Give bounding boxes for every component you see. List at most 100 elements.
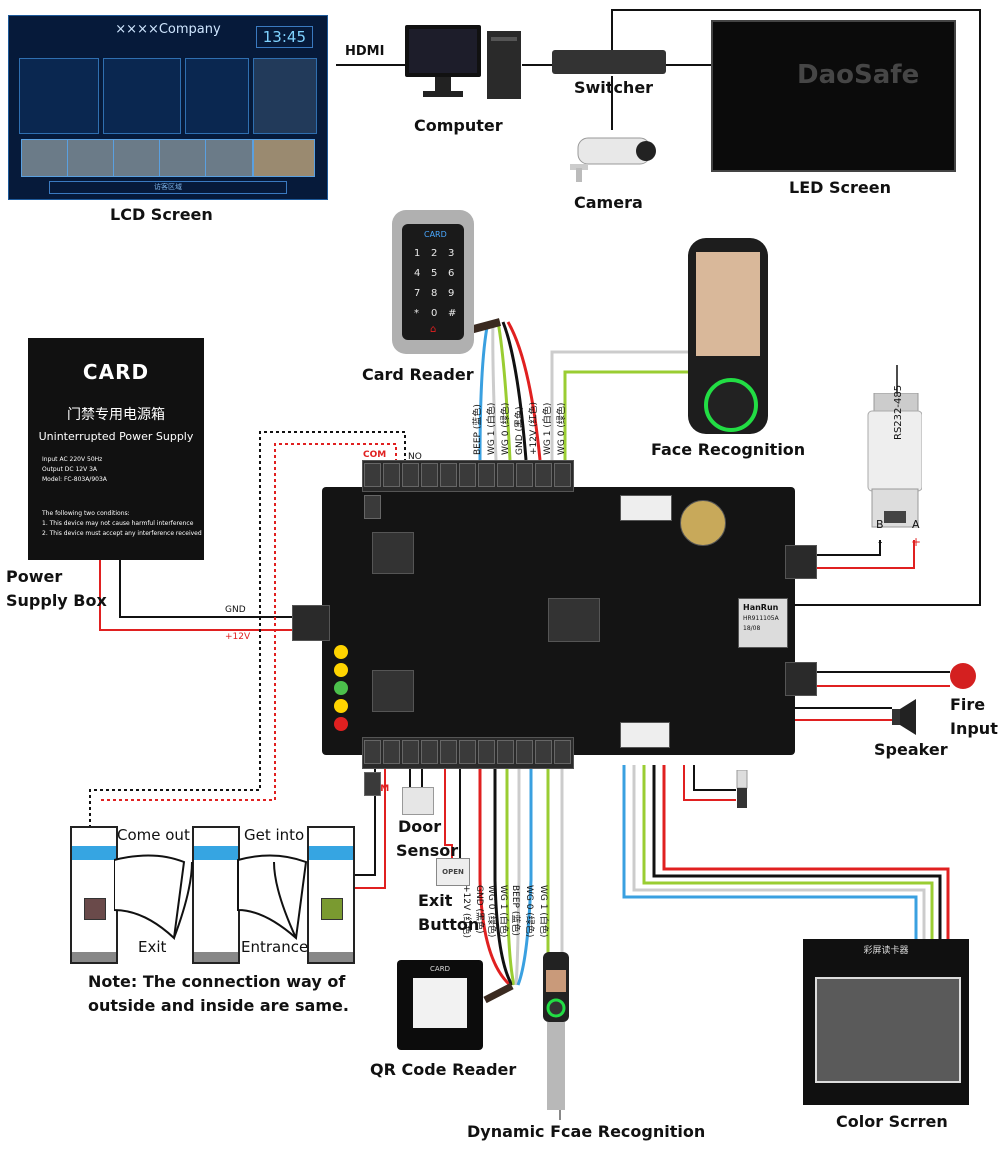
- v12-label: +12V: [225, 632, 251, 642]
- key-5: 5: [431, 268, 438, 279]
- qr-wire-gnd: [493, 765, 514, 986]
- power-supply-box: CARD 门禁专用电源箱 Uninterrupted Power Supply …: [28, 338, 204, 560]
- camera-icon: [570, 137, 656, 182]
- wire-wg0: [496, 321, 512, 461]
- psu-brand: CARD: [82, 360, 150, 384]
- green-arrow-icon: [321, 898, 343, 920]
- relay-2: [372, 670, 414, 712]
- led-screen-icon: [711, 20, 956, 172]
- face-recognition-label: Face Recognition: [651, 440, 806, 459]
- bottom-wire-labels: +12V (红色) GND (黑色) WG 0 (绿色) WG 1 (白色) B…: [461, 885, 584, 955]
- psu-spec-c2: 2. This device must accept any interfere…: [42, 530, 202, 537]
- lcd-footer: 访客区域: [49, 181, 287, 194]
- no-bottom-wire: [350, 765, 376, 876]
- qr-wire-wg1: [514, 765, 521, 986]
- speaker-icon: [892, 699, 916, 735]
- key-1: 1: [414, 248, 421, 259]
- lcd-thumb-6: [253, 139, 315, 177]
- wire-wg1: [491, 321, 498, 461]
- watermark: DaoSafe: [797, 60, 920, 90]
- key-8: 8: [431, 288, 438, 299]
- jumper-wire-b: [693, 765, 736, 791]
- psu-spec-c1: 1. This device may not cause harmful int…: [42, 520, 194, 527]
- wire-label-wg1: WG 1 (白色): [487, 402, 497, 455]
- turnstile-exit-left: [70, 826, 118, 964]
- wire-label-12v: +12V (红色): [529, 401, 539, 455]
- no-dotted-wire: [89, 431, 406, 828]
- exit-button-label-2: Button: [418, 915, 480, 934]
- key-3: 3: [448, 248, 455, 259]
- face-display: [696, 252, 760, 356]
- power-supply-label-1: Power: [6, 567, 63, 586]
- face-wire-wg0: [563, 370, 690, 460]
- rs232-label: RS232-485: [893, 384, 904, 440]
- qr-wire-wg0: [505, 765, 516, 986]
- cs-wire-2: [632, 765, 926, 940]
- lcd-thumb-5: [205, 139, 253, 177]
- key-hash: #: [448, 308, 457, 319]
- status-led-1: [334, 645, 348, 659]
- fire-label-1: Fire: [950, 695, 986, 714]
- hdmi-label: HDMI: [345, 44, 385, 59]
- key-4: 4: [414, 268, 421, 279]
- card-reader-keypad: CARD 1 2 3 4 5 6 7 8 9 * 0 # ⌂: [392, 210, 474, 354]
- status-led-4: [334, 699, 348, 713]
- bottom-terminal-block: [362, 737, 574, 796]
- jumper-wire-a: [683, 765, 736, 801]
- status-led-3: [334, 681, 348, 695]
- door-sensor-label-1: Door: [398, 817, 442, 836]
- switcher-label: Switcher: [574, 78, 654, 97]
- lcd-screen-image: ××××Company 13:45 访客区域: [8, 15, 328, 200]
- coin-battery: [680, 500, 726, 546]
- rs485-wire-b: [795, 540, 881, 556]
- dynamic-face-terminal: [543, 952, 569, 1110]
- color-screen-display: [815, 977, 961, 1083]
- wire-beep: [478, 321, 490, 461]
- lcd-screen-label: LCD Screen: [110, 205, 213, 224]
- card-reader-cable: [468, 318, 502, 334]
- keypad-brand: CARD: [424, 230, 447, 239]
- qr-code-reader-label: QR Code Reader: [370, 1060, 517, 1079]
- lcd-panel-1: [19, 58, 99, 134]
- network-cable: [611, 9, 981, 606]
- bw-label-beep: BEEP (蓝色): [510, 885, 520, 936]
- switcher-icon: [552, 50, 666, 74]
- face-wire-labels: WG 1 (白色) WG 0 (绿色): [540, 400, 570, 460]
- exit-button-icon: OPEN: [436, 858, 470, 886]
- lcd-thumb-3: [113, 139, 161, 177]
- power-supply-label-2: Supply Box: [6, 591, 107, 610]
- psu-spec-cond: The following two conditions:: [42, 510, 130, 517]
- key-2: 2: [431, 248, 438, 259]
- connection-note: Note: The connection way of outside and …: [88, 972, 349, 1015]
- get-into-label: Get into: [244, 826, 305, 844]
- exit-label: Exit: [138, 938, 167, 956]
- connector-bottom: [620, 722, 670, 748]
- color-screen-reader: 彩屏读卡器: [803, 939, 969, 1105]
- psu-title-en: Uninterrupted Power Supply: [38, 430, 194, 443]
- jumper-icon: [736, 770, 748, 808]
- rs485-minus: -: [878, 535, 883, 549]
- color-screen-title: 彩屏读卡器: [863, 946, 909, 956]
- qr-brand: CARD: [430, 965, 450, 973]
- fire-alarm-icon: [950, 663, 976, 689]
- bell-icon: ⌂: [430, 324, 437, 335]
- gnd-label: GND: [225, 605, 246, 615]
- computer-label: Computer: [414, 116, 503, 135]
- qr-wire-12v: [478, 765, 512, 987]
- bw-label-12v: +12V (红色): [461, 885, 471, 939]
- power-terminal: [292, 605, 330, 641]
- face-fingerprint-ring: [704, 378, 758, 432]
- exit-wire-a: [444, 765, 453, 858]
- key-6: 6: [448, 268, 455, 279]
- door-sensor-label-2: Sensor: [396, 841, 459, 860]
- rs485-wire-a: [795, 540, 915, 569]
- entrance-label: Entrance: [241, 938, 309, 956]
- key-7: 7: [414, 288, 421, 299]
- com-top-label: COM: [363, 450, 387, 460]
- rs232-485-converter: [867, 393, 922, 528]
- wire-12v: [506, 321, 542, 461]
- top-terminal-block: [362, 460, 574, 519]
- lcd-panel-3: [185, 58, 249, 134]
- come-out-label: Come out: [117, 826, 190, 844]
- com-dotted-wire: [100, 443, 397, 801]
